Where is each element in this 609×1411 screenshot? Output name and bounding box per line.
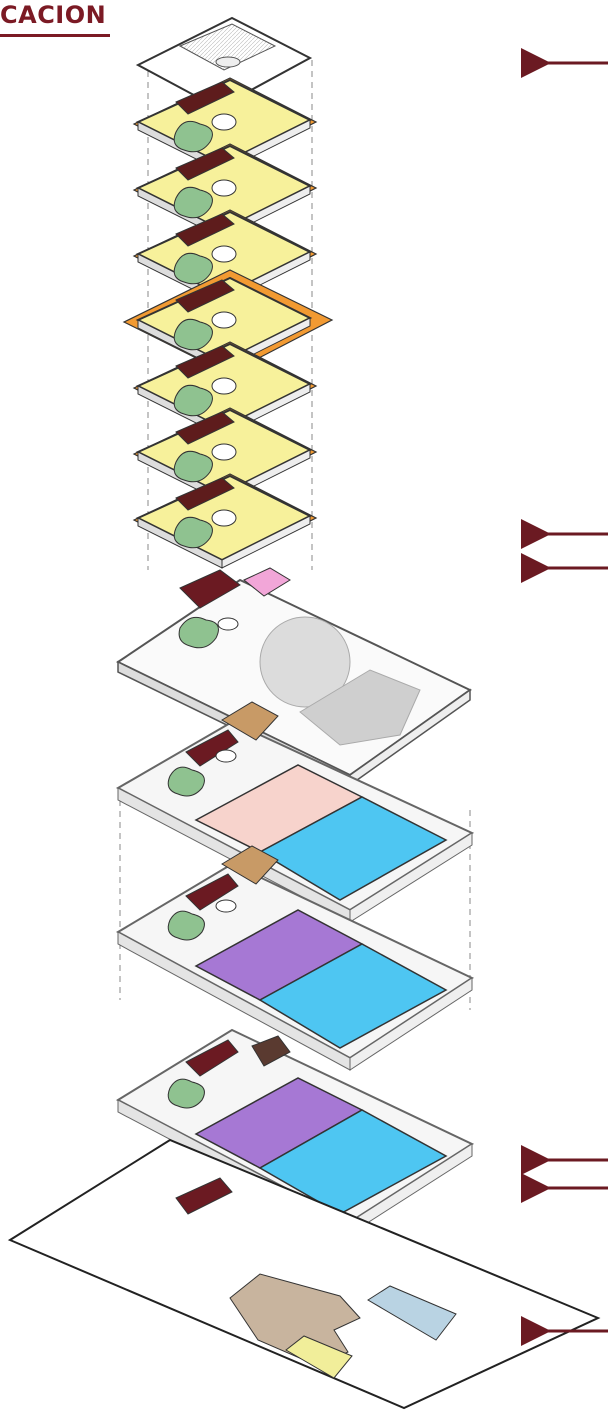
section-arrows xyxy=(548,63,608,1331)
tower-floors xyxy=(124,78,332,568)
tower-floor-7 xyxy=(134,474,316,568)
